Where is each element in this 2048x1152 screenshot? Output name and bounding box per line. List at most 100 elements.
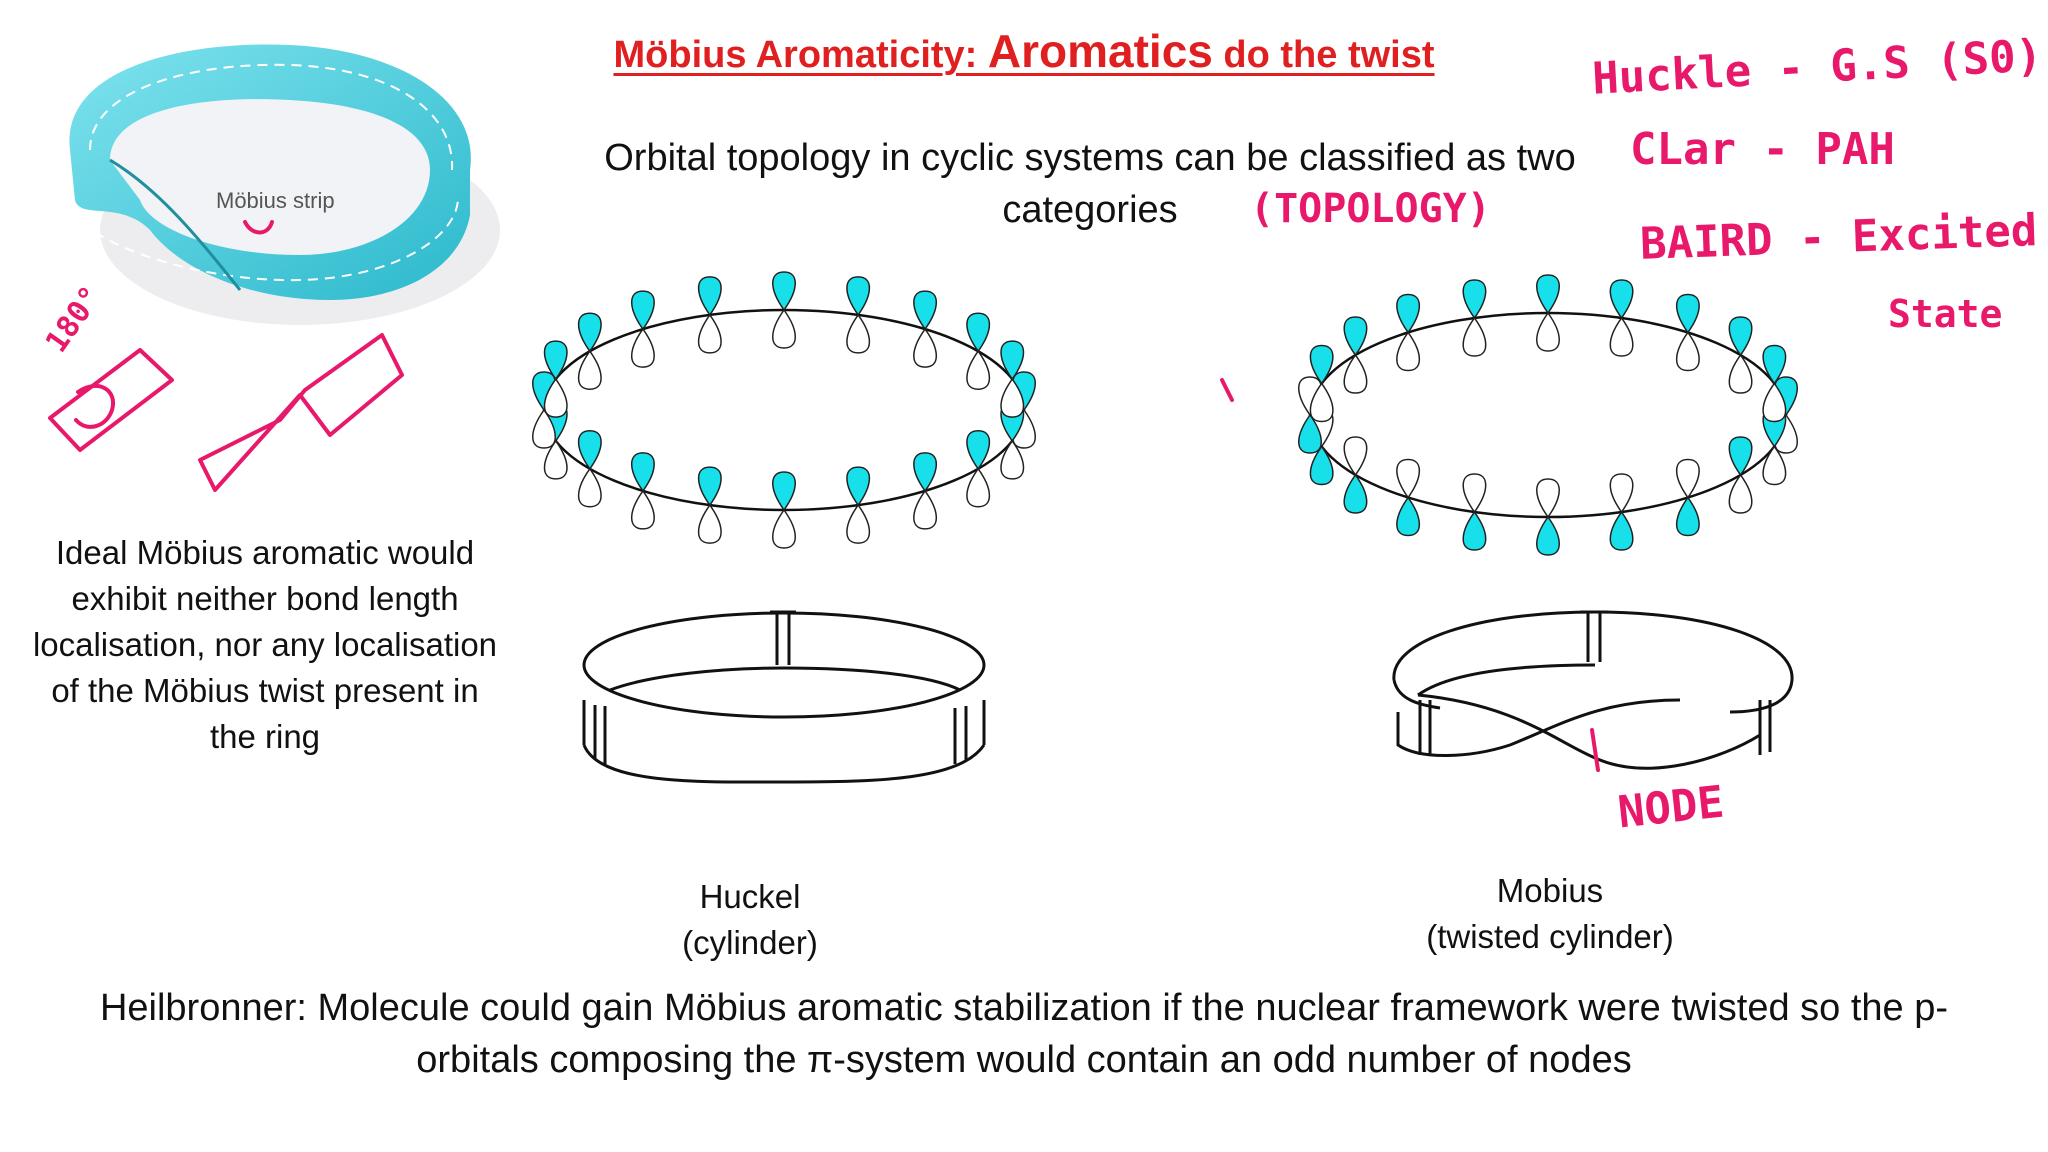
orbital-lobe [1675, 293, 1700, 334]
orbital-lobe [1762, 344, 1787, 385]
orbital-lobe [630, 489, 655, 530]
orbital-lobe [1609, 510, 1634, 551]
orbital-lobe [1396, 293, 1421, 334]
orbital-lobe [630, 327, 655, 368]
orbital-lobe [1343, 473, 1368, 514]
orbital-lobe [966, 467, 991, 508]
node-mark-ring [1220, 378, 1234, 402]
annotation-topology: (TOPOLOGY) [1250, 186, 1491, 232]
orbital-lobe [1309, 344, 1334, 385]
orbital-lobe [772, 271, 796, 312]
orbital-lobe [772, 471, 796, 512]
orbital-lobe [543, 340, 568, 381]
orbital-lobe [1462, 510, 1487, 551]
orbital-lobe [697, 313, 722, 354]
orbital-lobe [532, 408, 556, 449]
orbital-lobe [630, 452, 655, 493]
mobius-desc: (twisted cylinder) [1426, 918, 1674, 955]
orbital-lobe [1298, 413, 1322, 454]
mobius-orbital-ring [1298, 274, 1798, 556]
orbital-lobe [1675, 458, 1700, 499]
orbital-lobe [1462, 279, 1487, 320]
orbital-lobe [1536, 311, 1560, 352]
slide-title: Möbius Aromaticity: Aromatics do the twi… [0, 24, 2048, 78]
orbital-lobe [1309, 445, 1334, 486]
orbital-lobe [846, 313, 871, 354]
orbital-lobe [543, 377, 568, 418]
orbital-lobe [1536, 274, 1560, 315]
orbital-lobe [577, 430, 602, 471]
orbital-lobe [1536, 515, 1560, 556]
orbital-lobe [1462, 473, 1487, 514]
mobius-strip-label: Möbius strip [216, 188, 335, 213]
huckel-caption: Huckel (cylinder) [600, 874, 900, 966]
annotation-clar: CLar - PAH [1630, 124, 1895, 175]
orbital-lobe [1762, 382, 1787, 423]
orbital-lobe [1343, 316, 1368, 357]
orbital-lobe [1675, 496, 1700, 537]
orbital-lobe [1343, 436, 1368, 477]
orbital-lobe [772, 508, 796, 549]
orbital-lobe [1309, 382, 1334, 423]
orbital-lobe [1762, 445, 1787, 486]
title-part-3: do the twist [1212, 34, 1435, 76]
orbital-lobe [697, 466, 722, 507]
intro-line-2: categories [1002, 189, 1178, 231]
orbital-lobe [1675, 331, 1700, 372]
intro-text: Orbital topology in cyclic systems can b… [590, 132, 1590, 236]
intro-line-1: Orbital topology in cyclic systems can b… [604, 137, 1576, 179]
huckel-cylinder [582, 610, 986, 784]
heilbronner-line-2: orbitals composing the π-system would co… [416, 1039, 1632, 1081]
heilbronner-text: Heilbronner: Molecule could gain Möbius … [40, 982, 2008, 1086]
orbital-lobe [913, 489, 938, 530]
huckel-orbital-ring [532, 271, 1036, 549]
orbital-lobe [913, 452, 938, 493]
ideal-mobius-text: Ideal Möbius aromatic would exhibit neit… [32, 534, 498, 755]
orbital-lobe [577, 312, 602, 353]
orbital-lobe [577, 467, 602, 508]
mobius-cylinder [1392, 610, 1794, 770]
orbital-lobe [1728, 436, 1753, 477]
mobius-name: Mobius [1496, 872, 1604, 909]
orbital-lobe [846, 503, 871, 544]
hand-drawn-twist-sketch [48, 220, 404, 492]
orbital-lobe [1396, 496, 1421, 537]
title-part-1: Möbius Aromaticity: [613, 34, 988, 76]
heilbronner-line-1: Heilbronner: Molecule could gain Möbius … [99, 987, 1949, 1029]
orbital-lobe [1609, 473, 1634, 514]
orbital-lobe [966, 312, 991, 353]
orbital-lobe [630, 290, 655, 331]
huckel-desc: (cylinder) [682, 924, 818, 961]
orbital-lobe [1609, 316, 1634, 357]
orbital-lobe [543, 439, 568, 480]
orbital-lobe [846, 466, 871, 507]
orbital-lobe [1396, 458, 1421, 499]
orbital-lobe [1000, 439, 1025, 480]
orbital-lobe [1000, 340, 1025, 381]
mobius-caption: Mobius (twisted cylinder) [1370, 868, 1730, 960]
orbital-lobe [1609, 279, 1634, 320]
orbital-lobe [1000, 377, 1025, 418]
orbital-lobe [772, 308, 796, 349]
orbital-lobe [1728, 473, 1753, 514]
node-mark [1590, 728, 1600, 772]
orbital-lobe [697, 503, 722, 544]
mobius-strip-illustration [69, 44, 500, 325]
orbital-lobe [697, 276, 722, 317]
title-part-2: Aromatics [987, 25, 1213, 77]
orbital-lobe [846, 276, 871, 317]
orbital-lobe [1536, 478, 1560, 519]
orbital-lobe [1343, 353, 1368, 394]
orbital-lobe [577, 349, 602, 390]
orbital-lobe [1462, 316, 1487, 357]
orbital-lobe [1728, 316, 1753, 357]
orbital-lobe [913, 290, 938, 331]
orbital-lobe [1728, 353, 1753, 394]
orbital-lobe [966, 349, 991, 390]
orbital-lobe [913, 327, 938, 368]
huckel-name: Huckel [699, 878, 801, 915]
orbital-lobe [966, 430, 991, 471]
annotation-state: State [1888, 292, 2003, 336]
orbital-lobe [1396, 331, 1421, 372]
